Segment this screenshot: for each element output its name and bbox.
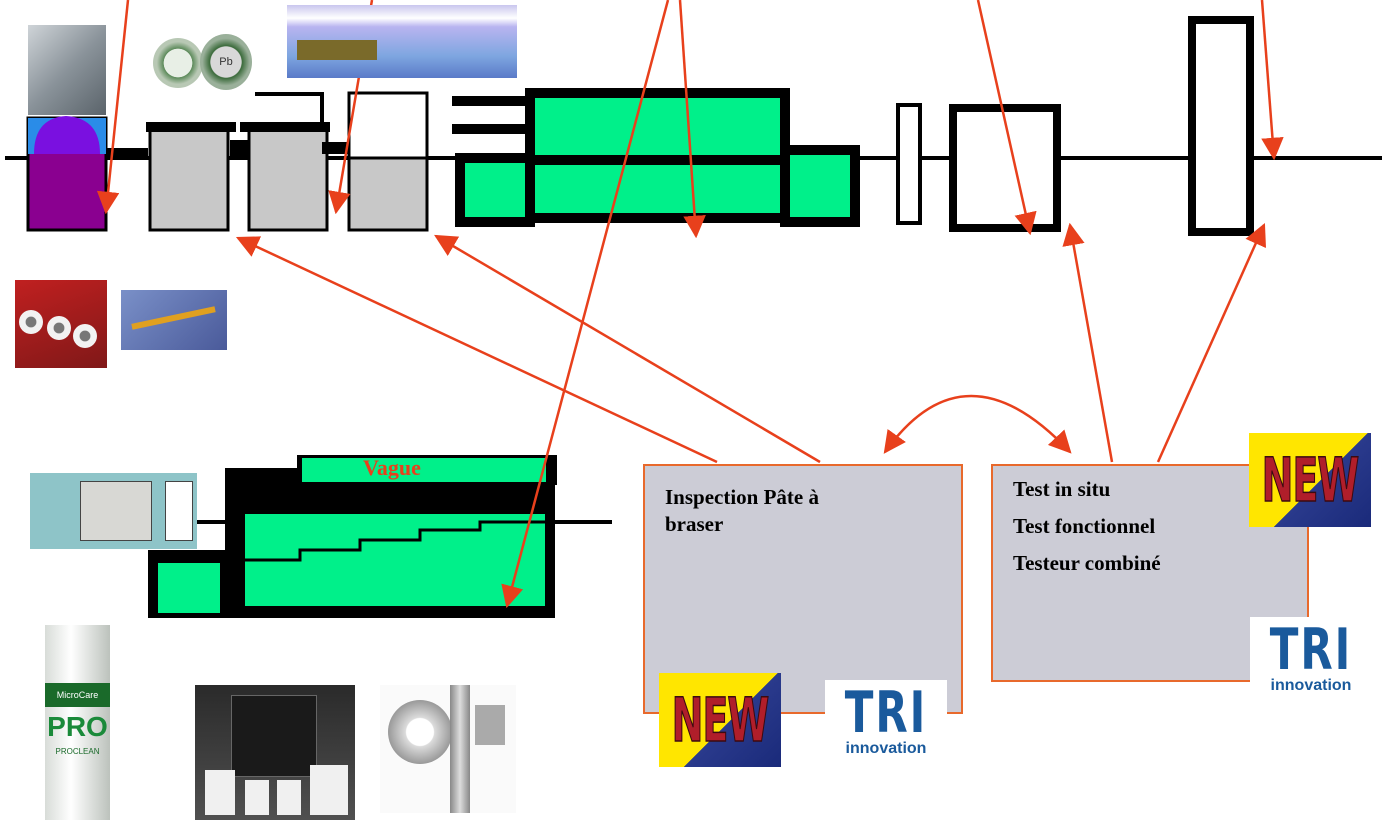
solder-wire-photo [380, 685, 516, 813]
test-line-3: Testeur combiné [1013, 551, 1161, 575]
inspection-box: Inspection Pâte à braser [643, 464, 963, 714]
tri-word: innovation [1270, 677, 1352, 694]
wave-label: Vague [363, 455, 421, 480]
station-tester [1188, 16, 1254, 236]
test-line-2: Test fonctionnel [1013, 514, 1156, 538]
nozzle-tool-photo [121, 290, 227, 350]
squeegee-photo [28, 25, 106, 115]
pcb-controller-photo [30, 473, 197, 549]
new-badge-test: NEW [1249, 433, 1371, 527]
spray-product: PRO [47, 711, 108, 742]
stencil-machine-photo [287, 5, 517, 78]
tri-innovation-logo-inspection: TRI innovation [825, 679, 947, 770]
tri-mark: TRI [844, 679, 928, 746]
test-line-1: Test in situ [1013, 477, 1111, 501]
station-placement-1 [146, 92, 324, 232]
reflow-oven [455, 88, 860, 227]
wave-solder-machine [148, 455, 557, 618]
station-placement-3 [322, 91, 429, 232]
tri-mark: TRI [1269, 616, 1353, 683]
station-screen-printer [26, 116, 148, 232]
jar-label: Pb [219, 56, 233, 68]
arrows [96, 0, 1284, 609]
double-arrow [883, 394, 1072, 454]
station-inspection [949, 104, 1061, 232]
station-placement-2 [230, 122, 330, 232]
solder-paste-jar-photo: Pb [145, 30, 255, 100]
new-badge-text: NEW [1261, 444, 1360, 516]
tri-innovation-logo-test: TRI innovation [1250, 616, 1372, 707]
tubes-photo [15, 280, 107, 368]
inspection-line-2: braser [665, 512, 724, 536]
chemical-containers-photo [195, 685, 355, 820]
spray-subtitle: PROCLEAN [55, 747, 100, 756]
station-buffer [896, 103, 922, 225]
new-badge-text: NEW [671, 684, 770, 756]
inspection-line-1: Inspection Pâte à [665, 485, 819, 509]
tri-word: innovation [845, 740, 927, 757]
new-badge-inspection: NEW [659, 673, 781, 767]
spray-can-photo: MicroCare PRO PROCLEAN [45, 625, 110, 820]
spray-brand: MicroCare [45, 683, 110, 707]
